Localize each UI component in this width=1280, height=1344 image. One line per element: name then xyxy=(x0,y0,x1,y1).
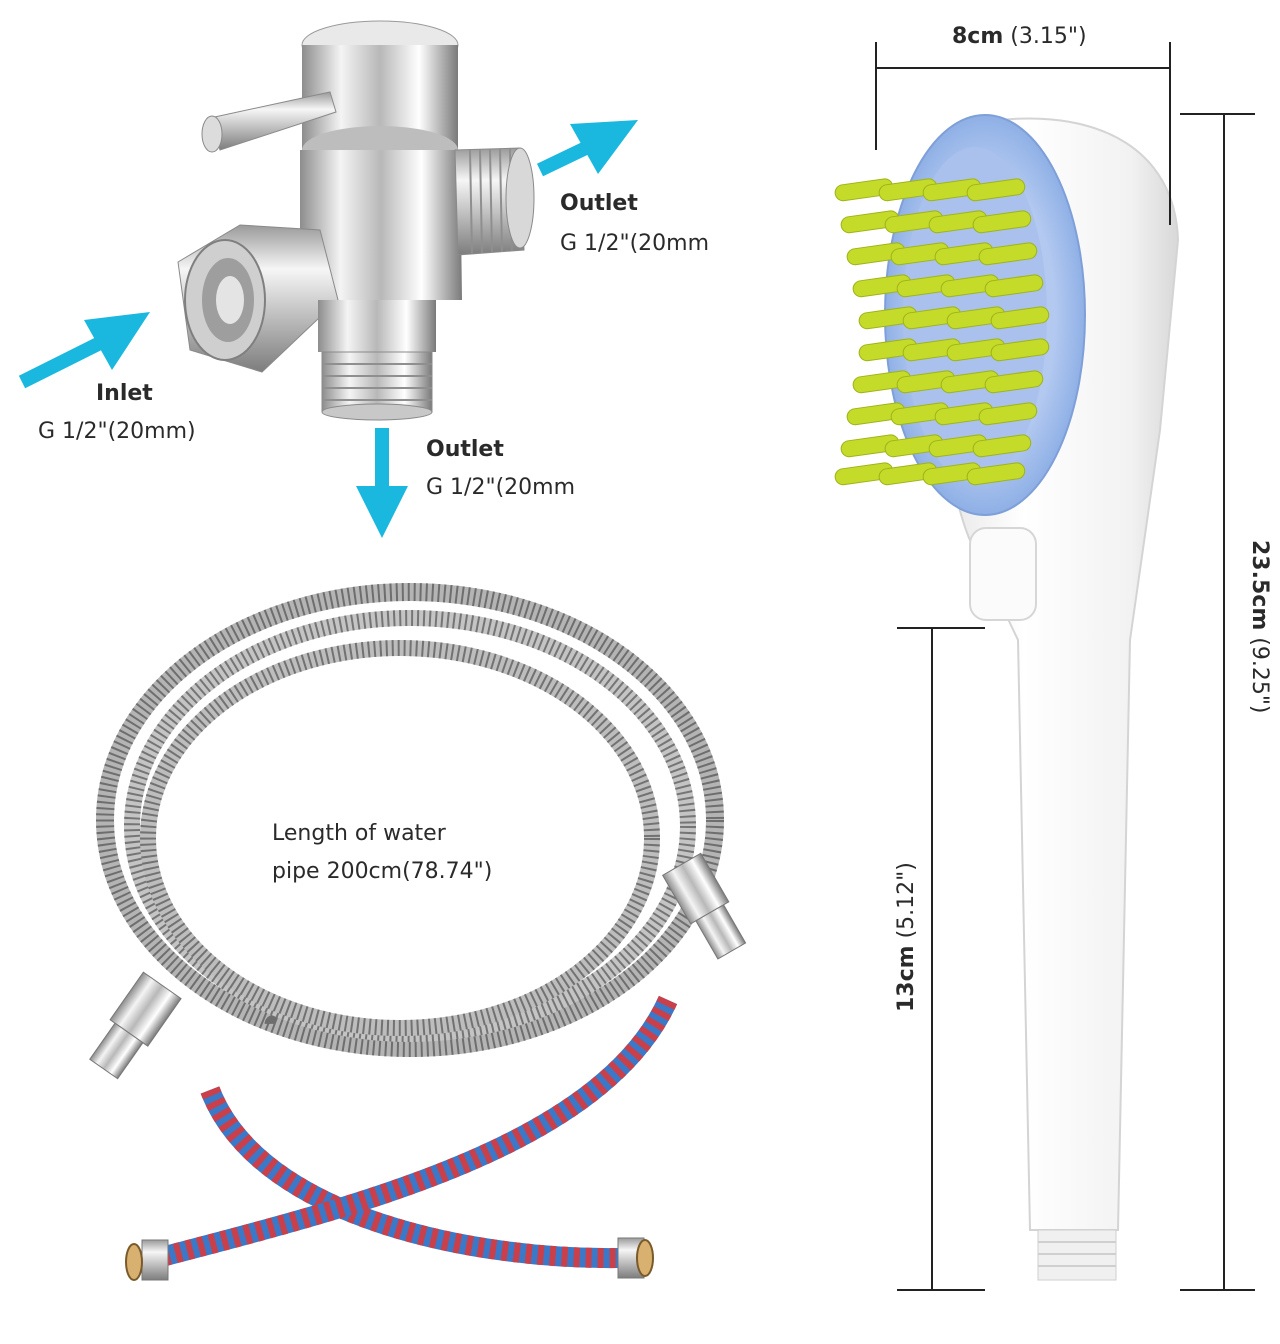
inlet-spec: G 1/2"(20mm) xyxy=(38,419,196,444)
bristle xyxy=(966,462,1026,486)
hose-length-line2: pipe 200cm(78.74") xyxy=(272,859,493,884)
diverter-valve xyxy=(177,20,535,421)
inlet-arrow-icon xyxy=(18,312,150,389)
outlet-side-arrow-icon xyxy=(536,120,638,177)
outlet-bottom-label: Outlet xyxy=(426,437,504,462)
handle-imperial: (5.12") xyxy=(894,862,919,939)
bristle xyxy=(984,370,1044,394)
inlet-label: Inlet xyxy=(96,381,153,406)
outlet-bottom-name: Outlet xyxy=(426,437,504,462)
width-imperial: (3.15") xyxy=(1010,24,1087,49)
handle-dimension-label: 13cm (5.12") xyxy=(894,862,919,1012)
bristle xyxy=(990,338,1050,362)
outlet-bottom-spec: G 1/2"(20mm xyxy=(426,475,576,500)
outlet-side-label: Outlet xyxy=(560,191,638,216)
inlet-name: Inlet xyxy=(96,381,153,406)
width-bold: 8cm xyxy=(952,24,1004,49)
outlet-bottom-arrow-icon xyxy=(356,428,408,538)
bristle xyxy=(972,210,1032,234)
bristle xyxy=(990,306,1050,330)
bristle xyxy=(966,178,1026,202)
width-dimension-label: 8cm (3.15") xyxy=(952,24,1087,49)
height-imperial: (9.25") xyxy=(1247,637,1272,714)
bristle xyxy=(972,434,1032,458)
height-bold: 23.5cm xyxy=(1247,540,1272,631)
bristle xyxy=(984,274,1044,298)
hose-length-line1: Length of water xyxy=(272,821,446,846)
bristles xyxy=(834,178,1050,486)
handle-bold: 13cm xyxy=(894,945,919,1012)
water-hose xyxy=(89,583,747,1281)
outlet-side-name: Outlet xyxy=(560,191,638,216)
bristle xyxy=(978,402,1038,426)
outlet-side-spec: G 1/2"(20mm xyxy=(560,231,710,256)
bristle xyxy=(978,242,1038,266)
height-dimension-label: 23.5cm (9.25") xyxy=(1247,540,1272,714)
dimension-lines xyxy=(875,42,1255,1291)
